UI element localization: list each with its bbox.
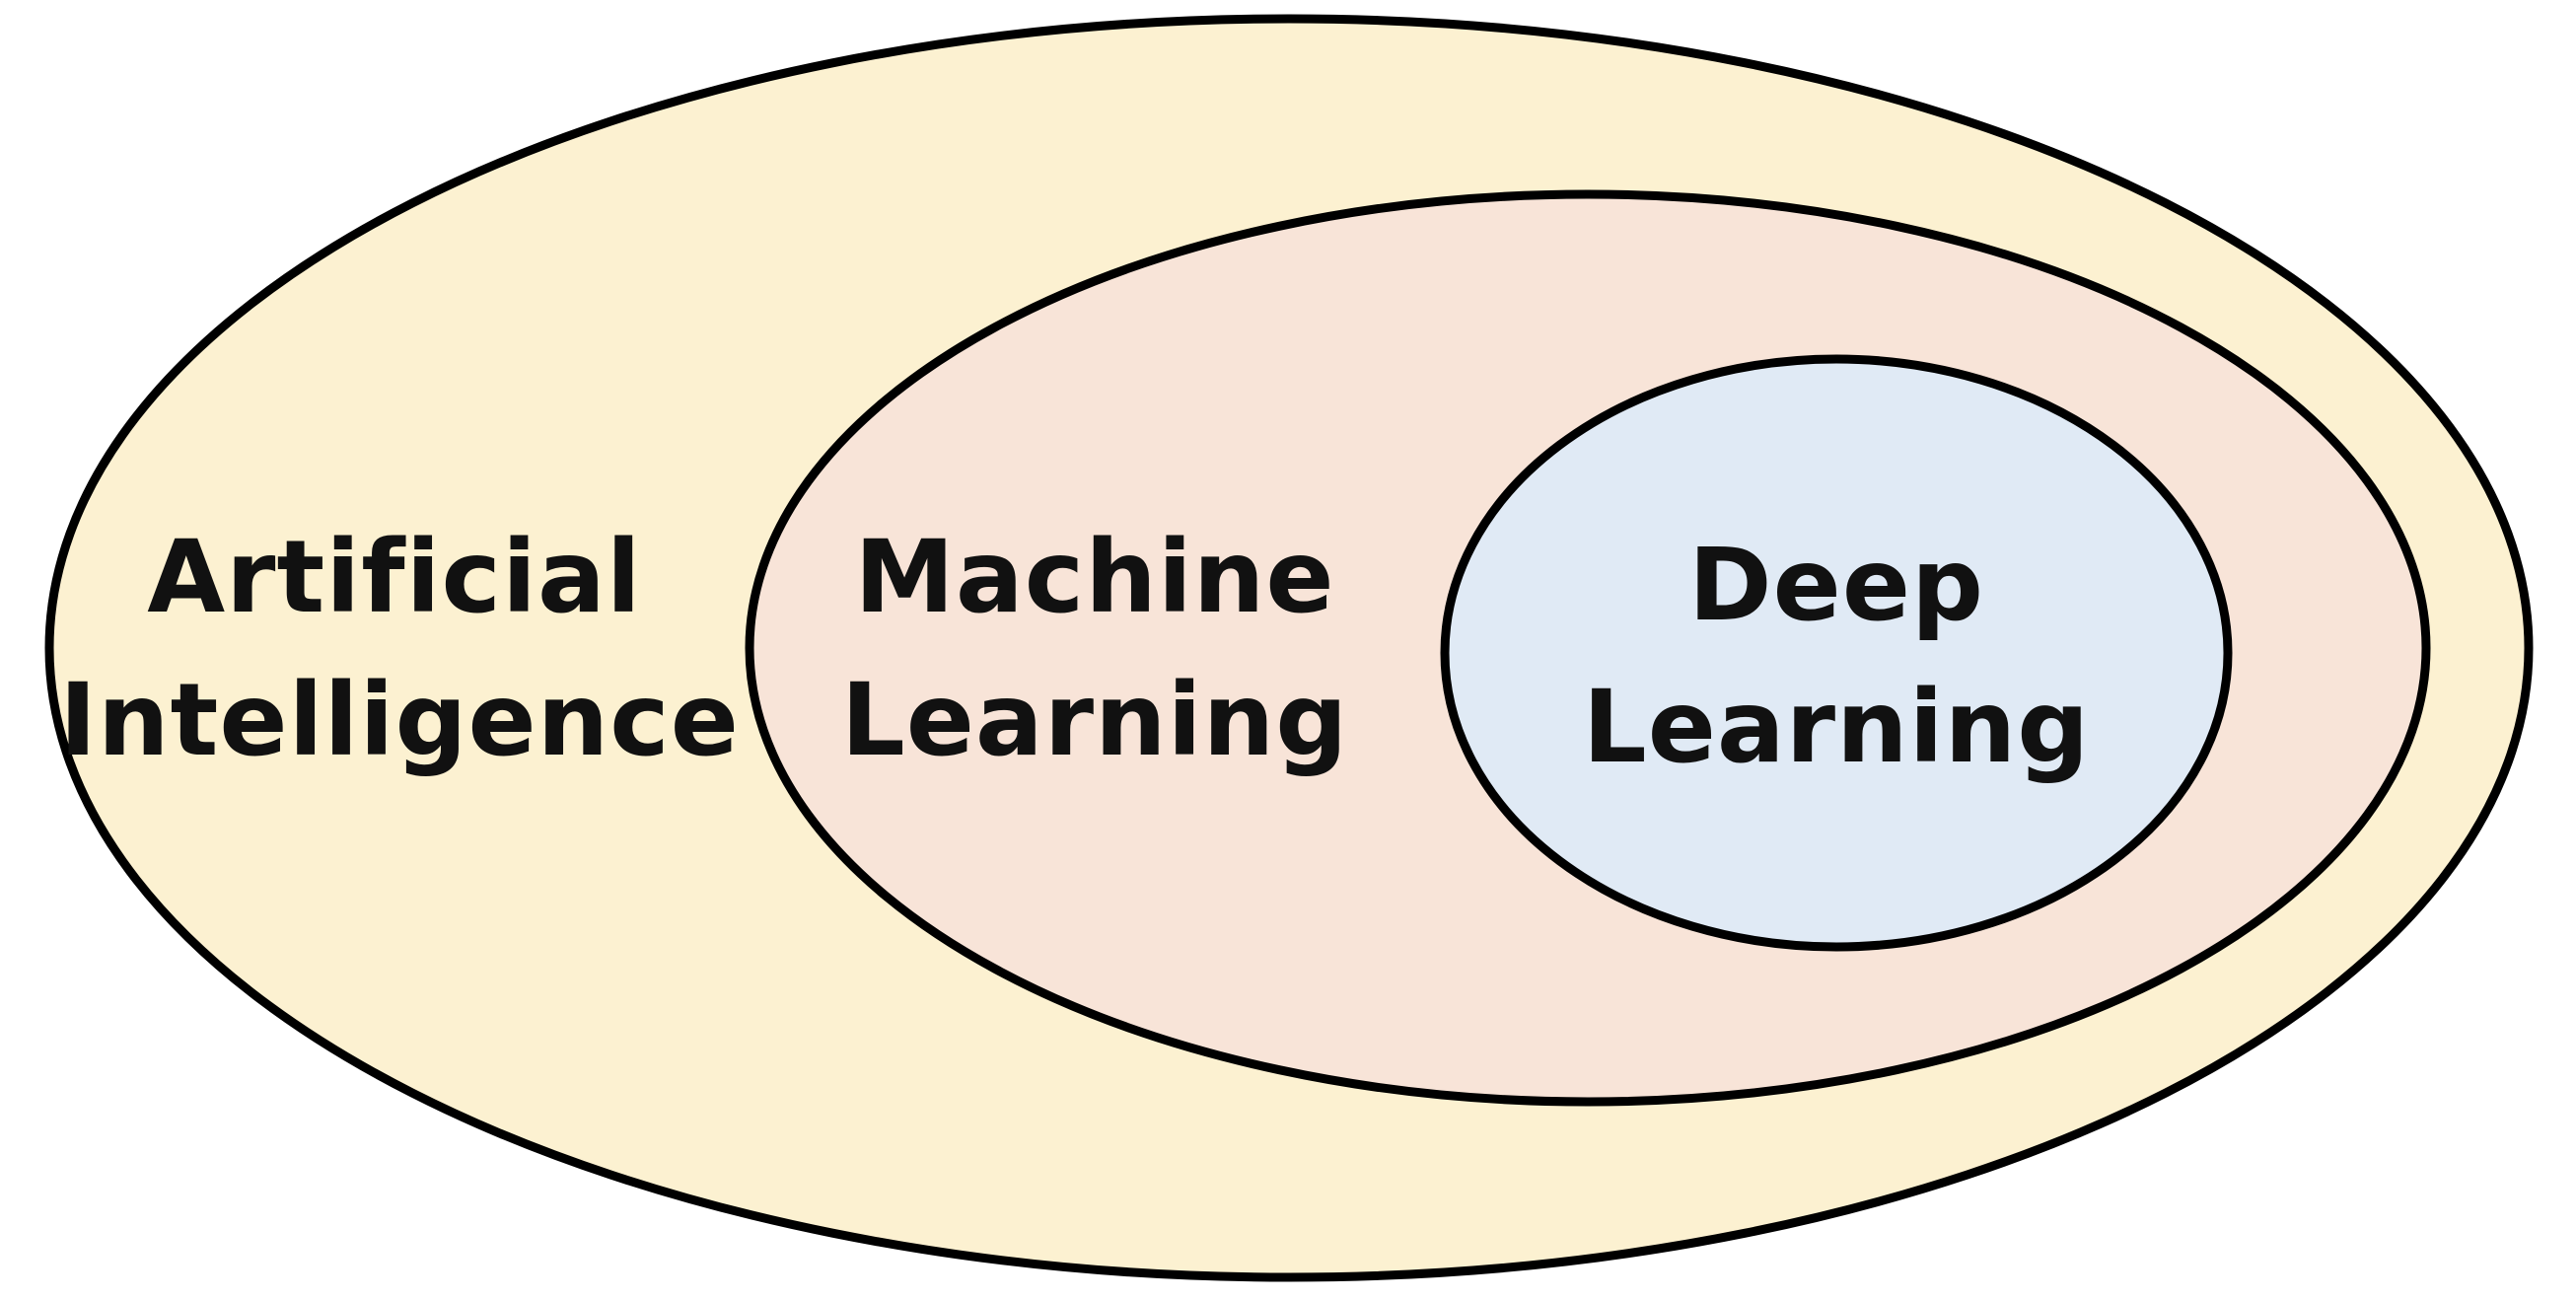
ml-label-line2: Learning [841, 662, 1349, 779]
ml-label-line1: Machine [854, 519, 1334, 636]
dl-label-line2: Learning [1583, 669, 2091, 786]
ai-label-line2: Intelligence [59, 662, 740, 779]
ai-label-line1: Artificial [147, 519, 642, 636]
dl-label-line1: Deep [1688, 527, 1984, 644]
dl-ellipse [1440, 354, 2233, 952]
